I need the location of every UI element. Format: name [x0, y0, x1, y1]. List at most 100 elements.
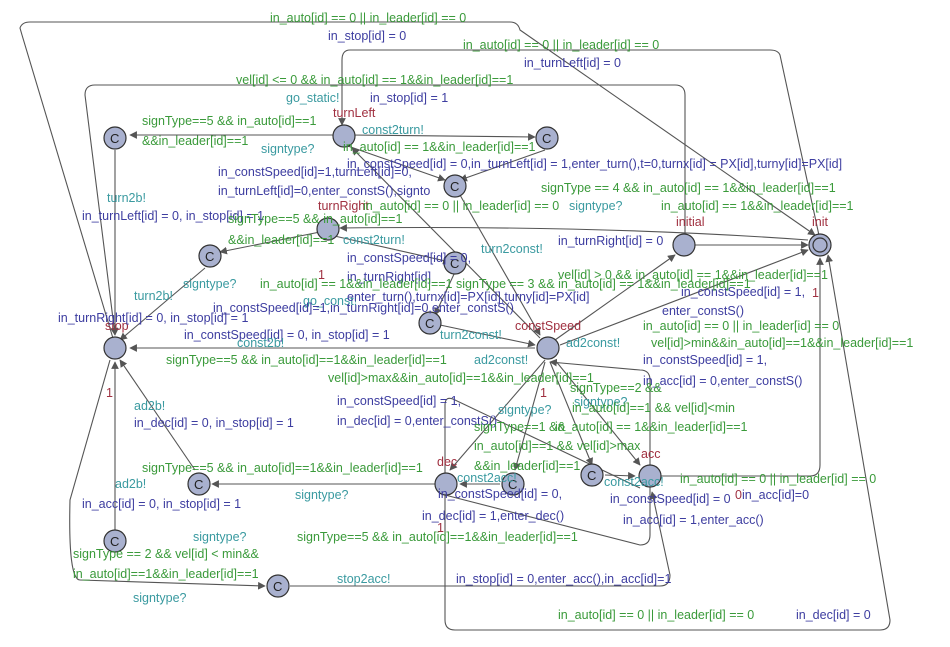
- committed-c5-letter: C: [450, 256, 459, 271]
- lbl-cs1-right: in_constSpeed[id]=1,in_turnRight[id]=0,e…: [213, 301, 514, 315]
- edge-constspeed-to-initial: [554, 254, 676, 341]
- lbl-enter-turn: enter_turn(),turnx[id]=PX[id],turny[id]=…: [347, 290, 589, 304]
- lbl-auto-leader-or: in_auto[id] == 0 || in_leader[id] == 0: [363, 199, 559, 213]
- lbl-turn2b-a: turn2b!: [107, 191, 146, 205]
- committed-c7[interactable]: [580, 463, 604, 487]
- location-turnleft[interactable]: [332, 124, 356, 148]
- lbl-cs0-b: in_constSpeed[id] = 0,: [438, 487, 562, 501]
- edge-turnright-to-c5: [329, 234, 451, 265]
- lbl-sign2-b: signType == 2 && vel[id] < min&&: [73, 547, 260, 561]
- committed-c8[interactable]: [501, 472, 525, 496]
- lbl-sign5-b: signType==5 && in_auto[id]==1: [228, 212, 402, 226]
- edge-c7-to-acc: [604, 471, 636, 480]
- lbl-cs1-left: in_constSpeed[id]=1,turnLeft[id]=0,: [218, 165, 412, 179]
- edge-c5-to-c6: [434, 271, 456, 316]
- lbl-cs0-c: in_constSpeed[id] = 0: [610, 492, 731, 506]
- lbl-ad2const-b: ad2const!: [474, 353, 528, 367]
- lbl-vel-max: vel[id]>max&&in_auto[id]==1&&in_leader[i…: [328, 371, 594, 385]
- edge-dec-loop-right: [444, 358, 651, 546]
- edge-c6-to-constspeed: [439, 324, 536, 348]
- lbl-dec0-b: in_dec[id] = 0: [796, 608, 871, 622]
- lbl-ad2b-a: ad2b!: [134, 399, 165, 413]
- lbl-dec0-stop: in_dec[id] = 0, in_stop[id] = 1: [134, 416, 294, 430]
- committed-c11[interactable]: [266, 574, 290, 598]
- committed-c7-letter: C: [587, 468, 596, 483]
- mark-one-a: 1: [318, 268, 325, 282]
- lbl-auto-velmin: in_auto[id]==1 && vel[id]<min: [572, 401, 735, 415]
- location-dec[interactable]: [434, 472, 458, 496]
- lbl-go-static: go_static!: [286, 91, 340, 105]
- lbl-sign1: signType==1 &&: [474, 420, 566, 434]
- location-constspeed[interactable]: [536, 336, 560, 360]
- committed-c10[interactable]: [103, 529, 127, 553]
- name-turnright: turnRight: [318, 199, 369, 213]
- edge-turnright-to-c4: [219, 231, 321, 255]
- edge-c3-to-constspeed: [459, 194, 541, 336]
- edge-init-to-turnleft-top: [338, 49, 821, 241]
- name-constspeed: constSpeed: [515, 319, 581, 333]
- lbl-cs1-init: in_constSpeed[id] = 1,: [681, 285, 805, 299]
- location-acc[interactable]: [638, 464, 662, 488]
- committed-c4[interactable]: [198, 244, 222, 268]
- lbl-turnright-1: in_turnRight[id]: [347, 270, 431, 284]
- edge-constspeed-to-acc: [554, 359, 641, 466]
- nodes: C C C C C C C C C C C: [103, 124, 832, 598]
- lbl-sign2-b2: in_auto[id]==1&&in_leader[id]==1: [73, 567, 259, 581]
- lbl-auto-velmax: in_auto[id]==1 && vel[id]>max: [474, 439, 641, 453]
- name-turnleft: turnLeft: [333, 106, 376, 120]
- lbl-stop-acc: in_stop[id] = 0,enter_acc(),in_acc[id]=1: [456, 572, 671, 586]
- lbl-go-const: go_const!: [303, 294, 357, 308]
- committed-c1-letter: C: [110, 131, 119, 146]
- lbl-signtype-5: signtype?: [498, 403, 552, 417]
- committed-c6[interactable]: [418, 311, 442, 335]
- edge-acc-to-init: [660, 257, 824, 477]
- mark-one-c: 1: [540, 386, 547, 400]
- lbl-sign5-a: signType==5 && in_auto[id]==1: [142, 114, 316, 128]
- lbl-dec0: in_dec[id] = 0,enter_constS(): [337, 414, 497, 428]
- location-stop[interactable]: [103, 336, 127, 360]
- lbl-signtype-1: signtype?: [261, 142, 315, 156]
- lbl-cs1-b: in_constSpeed[id] = 1,: [643, 353, 767, 367]
- edge-stop-to-init-top: [19, 21, 816, 346]
- committed-c11-letter: C: [273, 579, 282, 594]
- lbl-turnright-reset: in_turnRight[id] = 0: [558, 234, 663, 248]
- edge-constspeed-to-c7: [549, 361, 593, 466]
- committed-c6-letter: C: [425, 316, 434, 331]
- location-init[interactable]: [808, 233, 832, 257]
- lbl-stop1: in_stop[id] = 1: [370, 91, 448, 105]
- lbl-auto-leader-1: in_auto[id] == 1&&in_leader[id]==1: [343, 140, 536, 154]
- edge-acc-loop-left: [444, 254, 891, 631]
- lbl-turnleft-enter: in_turnLeft[id]=0,enter_constS(),signto: [218, 184, 430, 198]
- lbl-sign2-a: signType==2 &&: [570, 381, 662, 395]
- lbl-bottom-or: in_auto[id] == 0 || in_leader[id] == 0: [558, 608, 754, 622]
- lbl-acc1: in_acc[id] = 1,enter_acc(): [623, 513, 764, 527]
- lbl-sign5-c: signType==5 && in_auto[id]==1&&in_leader…: [166, 353, 447, 367]
- committed-c1[interactable]: [103, 126, 127, 150]
- committed-c5[interactable]: [443, 251, 467, 275]
- name-init: init: [812, 215, 829, 229]
- edge-constspeed-to-c8: [513, 361, 546, 471]
- committed-c3[interactable]: [443, 174, 467, 198]
- lbl-dec1: in_dec[id] = 1,enter_dec(): [422, 509, 564, 523]
- mark-one-e: 1: [437, 521, 444, 535]
- location-initial[interactable]: [672, 233, 696, 257]
- committed-c9[interactable]: [187, 472, 211, 496]
- edge-labels: in_auto[id] == 0 || in_leader[id] == 0 i…: [58, 11, 913, 622]
- lbl-const2acc: const2acc!: [457, 471, 517, 485]
- edges: [19, 21, 891, 631]
- lbl-acc0-stop: in_acc[id] = 0, in_stop[id] = 1: [82, 497, 241, 511]
- location-turnright[interactable]: [316, 217, 340, 241]
- lbl-signtype-2: signtype?: [569, 199, 623, 213]
- lbl-const2acc-2: const2acc!: [604, 475, 664, 489]
- lbl-turn-assign: in_constSpeed[id] = 0,in_turnLeft[id] = …: [347, 157, 842, 171]
- lbl-const2b: const2b!: [237, 336, 284, 350]
- mark-zero: 0: [735, 488, 742, 502]
- mark-one-b: 1: [106, 386, 113, 400]
- committed-c9-letter: C: [194, 477, 203, 492]
- lbl-auto-leader-2: in_auto[id] == 1&&in_leader[id]==1: [661, 199, 854, 213]
- edge-turnleft-to-c2: [349, 133, 536, 141]
- lbl-acc0: in_acc[id] = 0,enter_constS(): [643, 374, 802, 388]
- committed-c2[interactable]: [535, 126, 559, 150]
